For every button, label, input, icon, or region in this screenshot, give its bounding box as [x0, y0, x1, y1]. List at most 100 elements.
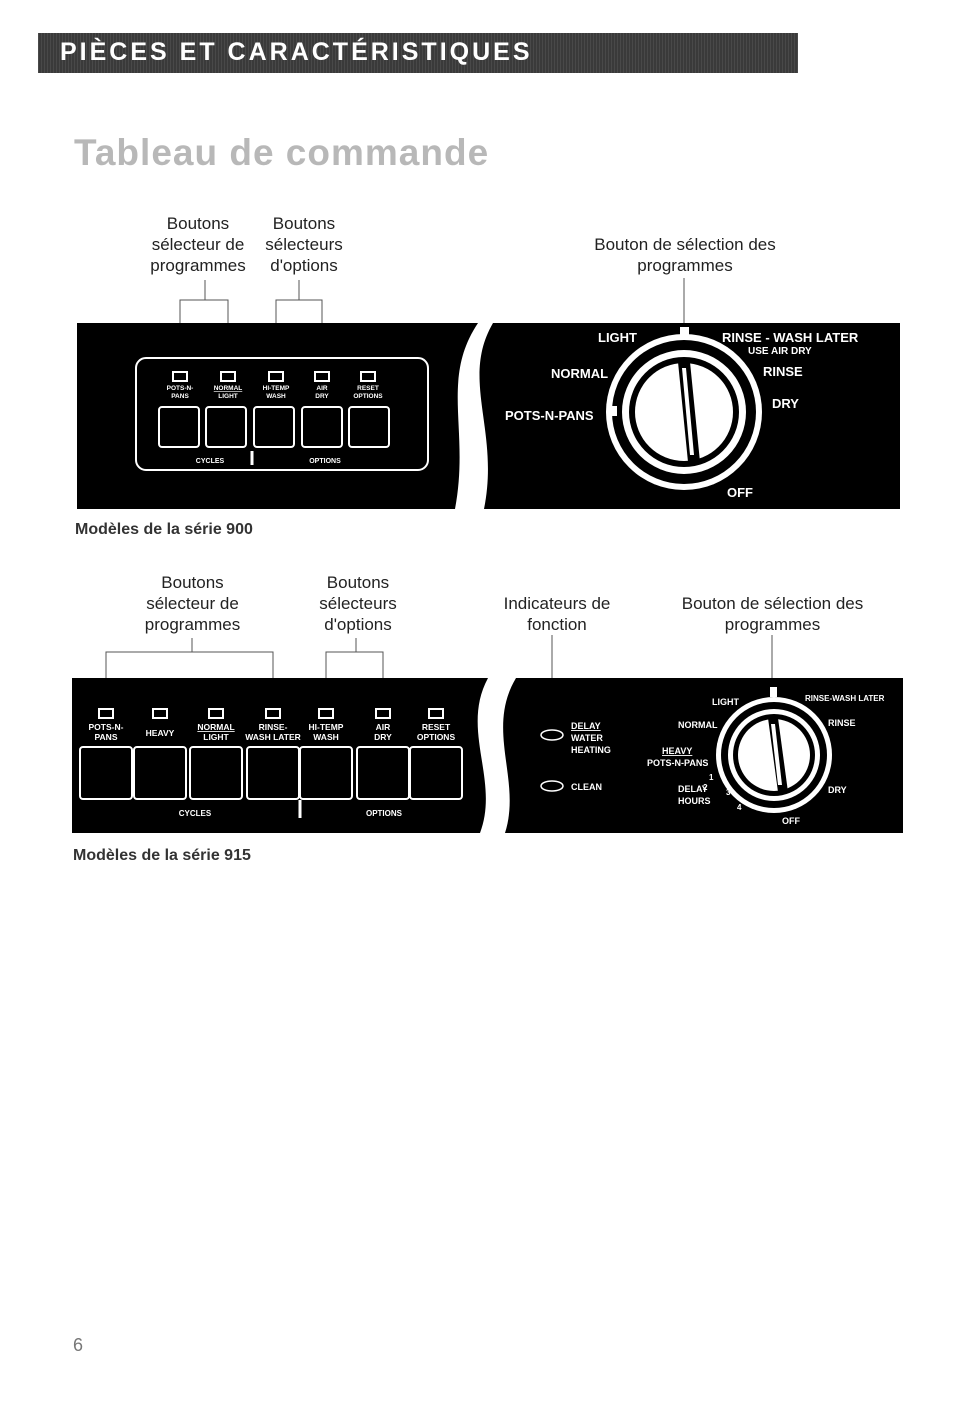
- label-line: fonction: [527, 615, 587, 634]
- dial-label-dry-900: DRY: [772, 396, 799, 411]
- label-line: Indicateurs de: [503, 594, 611, 613]
- caption-915: Modèles de la série 915: [73, 847, 251, 864]
- dial-label-normal-900: NORMAL: [551, 366, 608, 381]
- button-label-top: AIR: [376, 722, 391, 732]
- label-line: sélecteur de: [151, 235, 245, 254]
- button-air-dry-900[interactable]: AIR DRY: [301, 371, 343, 448]
- button-group-frame-900: [135, 357, 429, 471]
- svg-text:AIR: AIR: [316, 385, 328, 392]
- label-line: sélecteurs: [319, 594, 397, 613]
- group-options-label-915: OPTIONS: [366, 809, 403, 818]
- cycle-dial-915[interactable]: [716, 687, 832, 813]
- label-line: d'options: [270, 256, 338, 275]
- button-label-top: NORMAL: [197, 722, 234, 732]
- dial-label-light-915: LIGHT: [712, 697, 739, 707]
- label-line: Boutons: [161, 573, 224, 592]
- button-label-bottom: WASH: [313, 732, 339, 742]
- button-label-bottom: WASH LATER: [245, 732, 301, 742]
- svg-text:HI-TEMP: HI-TEMP: [263, 385, 290, 392]
- button-heavy-915[interactable]: HEAVY: [133, 708, 187, 800]
- svg-text:CLEAN: CLEAN: [571, 782, 602, 792]
- panel-divider: [477, 678, 516, 833]
- label-line: sélecteurs: [265, 235, 343, 254]
- svg-text:HEATING: HEATING: [571, 745, 611, 755]
- dial-label-pots-915: POTS-N-PANS: [647, 758, 708, 768]
- label-line: Bouton de sélection des: [681, 594, 864, 613]
- svg-text:OPTIONS: OPTIONS: [353, 393, 383, 400]
- svg-text:DRY: DRY: [315, 393, 329, 400]
- banner-text: PIÈCES ET CARACTÉRISTIQUES: [60, 38, 533, 66]
- group-options-label-900: OPTIONS: [309, 458, 341, 465]
- button-label-top: POTS-N-: [89, 722, 124, 732]
- label-line: sélecteur de: [146, 594, 239, 613]
- button-label-top: HEAVY: [146, 728, 175, 738]
- label-indicators-915: Indicateurs de fonction: [492, 593, 622, 635]
- button-hi-temp-wash-900[interactable]: HI-TEMP WASH: [253, 371, 295, 448]
- button-pots-n-pans-915[interactable]: POTS-N-PANS: [79, 708, 133, 800]
- group-cycles-label-900: CYCLES: [196, 458, 225, 465]
- section-banner: PIÈCES ET CARACTÉRISTIQUES: [38, 33, 798, 73]
- dial-label-delay-915: DELAY: [678, 784, 708, 794]
- svg-text:LIGHT: LIGHT: [218, 393, 238, 400]
- control-panel-900: CYCLES OPTIONS POTS-N- PANS NORMAL LIGHT…: [77, 278, 900, 509]
- svg-text:DELAY: DELAY: [571, 721, 601, 731]
- button-pots-n-pans-900[interactable]: POTS-N- PANS: [158, 371, 200, 448]
- dial-label-dry-915: DRY: [828, 785, 847, 795]
- panel-divider: [455, 323, 493, 509]
- button-key[interactable]: [79, 746, 133, 800]
- button-key[interactable]: [299, 746, 353, 800]
- dial-label-rinse-915: RINSE: [828, 718, 856, 728]
- svg-text:NORMAL: NORMAL: [214, 385, 243, 392]
- page-number: 6: [73, 1335, 84, 1355]
- dial-label-off-900: OFF: [727, 485, 753, 500]
- dial-label-3-915: 3: [726, 788, 731, 797]
- button-label-top: HI-TEMP: [309, 722, 344, 732]
- cycle-dial-900[interactable]: [606, 327, 762, 490]
- page-title: Tableau de commande: [74, 132, 490, 173]
- label-option-buttons-900: Boutons sélecteurs d'options: [254, 213, 354, 276]
- button-label-top: RESET: [422, 722, 451, 732]
- led-indicator: [208, 708, 224, 719]
- dial-label-use-air-dry-900: USE AIR DRY: [748, 346, 812, 357]
- button-normal-light-900[interactable]: NORMAL LIGHT: [205, 371, 247, 448]
- button-key[interactable]: [133, 746, 187, 800]
- dial-label-2-915: 2: [703, 783, 708, 792]
- dial-label-light-900: LIGHT: [598, 330, 637, 345]
- dial-label-pots-900: POTS-N-PANS: [505, 408, 594, 423]
- label-knob-915: Bouton de sélection des programmes: [660, 593, 885, 635]
- led-indicator: [318, 708, 334, 719]
- label-cycle-buttons-900: Boutons sélecteur de programmes: [138, 213, 258, 276]
- label-knob-900: Bouton de sélection des programmes: [570, 234, 800, 276]
- label-line: programmes: [724, 615, 821, 634]
- dial-label-4-915: 4: [737, 803, 742, 812]
- led-indicator: [428, 708, 444, 719]
- caption-900: Modèles de la série 900: [75, 521, 253, 538]
- label-cycle-buttons-915: Boutons sélecteur de programmes: [130, 572, 255, 635]
- label-line: d'options: [324, 615, 392, 634]
- dial-label-heavy-915: HEAVY: [662, 746, 692, 756]
- label-line: Boutons: [326, 573, 390, 592]
- panel-900-background: [77, 323, 900, 509]
- label-line: programmes: [637, 256, 733, 275]
- button-label-bottom: PANS: [95, 732, 118, 742]
- button-key[interactable]: [409, 746, 463, 800]
- dial-label-normal-915: NORMAL: [678, 720, 718, 730]
- svg-text:RESET: RESET: [357, 385, 379, 392]
- label-line: Boutons: [166, 214, 230, 233]
- dial-label-rinse-wash-later-900: RINSE - WASH LATER: [722, 330, 859, 345]
- button-reset-options-900[interactable]: RESET OPTIONS: [348, 371, 390, 448]
- dial-label-rinse-wash-later-915: RINSE-WASH LATER: [805, 694, 885, 703]
- group-cycles-label-915: CYCLES: [179, 809, 212, 818]
- button-key[interactable]: [189, 746, 243, 800]
- button-label-bottom: LIGHT: [203, 732, 229, 742]
- dial-label-hours-915: HOURS: [678, 796, 711, 806]
- label-line: programmes: [144, 615, 241, 634]
- indicator-clean: CLEAN: [540, 780, 602, 792]
- dial-label-rinse-900: RINSE: [763, 364, 803, 379]
- svg-text:WATER: WATER: [571, 733, 603, 743]
- svg-text:PANS: PANS: [171, 393, 189, 400]
